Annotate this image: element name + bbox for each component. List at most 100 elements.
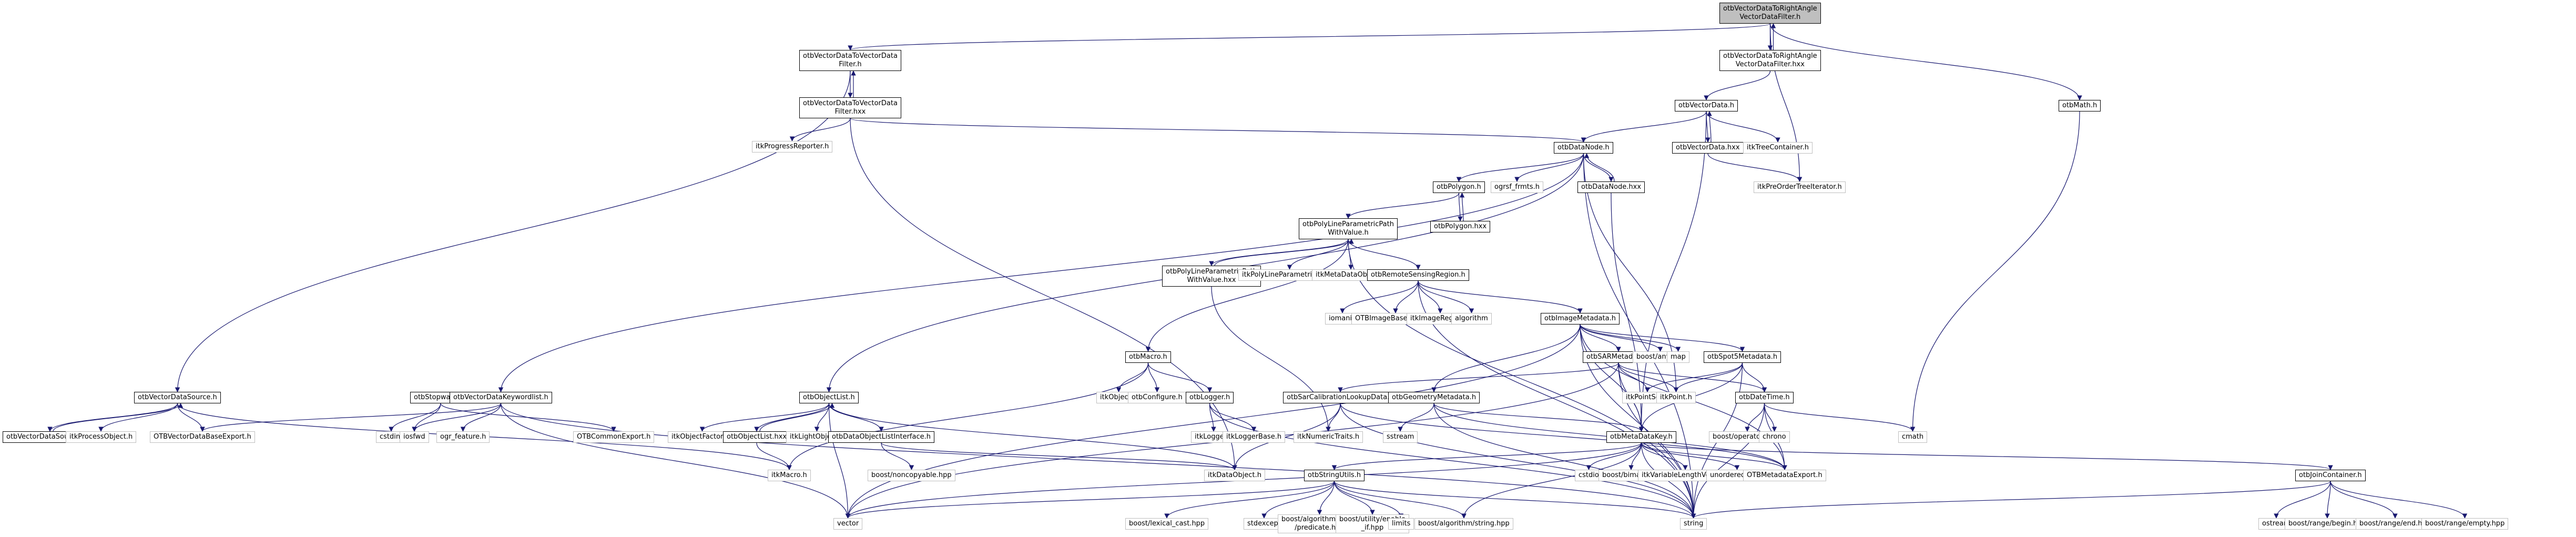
edge-vd2vdf_h-to-vdsource_h (175, 70, 851, 392)
graph-node-datanode-hxx[interactable]: otbDataNode.hxx (1577, 181, 1645, 193)
edge-vd2vdf_hxx-to-progress (789, 118, 851, 141)
edge-datetime-to-boostoperators (1745, 403, 1765, 432)
edge-geommetadata-to-metadatakey (1433, 403, 1644, 432)
graph-node-rangeend: boost/range/end.hpp (2356, 518, 2435, 530)
graph-node-loggerbase: itkLoggerBase.h (1223, 431, 1286, 443)
edge-stringutils-to-predicate (1317, 481, 1335, 515)
edge-objectlist_h-to-objectfactory (699, 403, 830, 432)
edge-logger_h-to-itklogger (1209, 403, 1216, 432)
edge-dolistinterface-to-itkdataobject (881, 442, 1237, 470)
graph-node-processobject: itkProcessObject.h (66, 431, 137, 443)
edge-vdkeywordlist-to-vdbaseexport (200, 403, 502, 432)
graph-node-treecontainer: itkTreeContainer.h (1743, 142, 1813, 154)
edge-plppwv_h-to-macro_h (1145, 239, 1349, 352)
graph-node-metadataexport: OTBMetadataExport.h (1743, 470, 1826, 481)
graph-node-ogrsf: ogrsf_frmts.h (1491, 181, 1543, 193)
edge-vectordata_h-to-datanode_h (1581, 111, 1707, 143)
edge-joincontainer-to-string (1691, 481, 2331, 519)
graph-node-vdsource-h[interactable]: otbVectorDataSource.h (134, 392, 221, 403)
edge-sarcal-to-metadataexport (1340, 403, 1787, 470)
graph-node-cstdint: cstdint (376, 431, 407, 443)
edge-vectordata_h-to-treecontainer (1706, 111, 1780, 143)
edge-sarcal-to-string (1340, 403, 1696, 519)
edge-plppwv_hxx-to-numerictraits (1211, 286, 1331, 432)
graph-node-rsregion[interactable]: otbRemoteSensingRegion.h (1367, 269, 1469, 281)
graph-node-dolistinterface[interactable]: otbDataObjectListInterface.h (828, 431, 934, 443)
graph-node-objectlist-hxx[interactable]: otbObjectList.hxx (723, 431, 791, 443)
edge-plppwv_h-to-rsregion (1348, 239, 1421, 270)
edge-macro_h-to-logger_h (1147, 362, 1213, 392)
graph-node-stdexcept: stdexcept (1244, 518, 1285, 530)
graph-node-metadatakey[interactable]: otbMetaDataKey.h (1606, 431, 1676, 443)
edge-math_h-to-cmath (1910, 111, 2080, 432)
edge-imagemetadata-to-geommetadata (1431, 324, 1581, 392)
edge-root-to-math_h (1769, 23, 2082, 100)
graph-node-joincontainer[interactable]: otbJoinContainer.h (2295, 470, 2366, 481)
graph-node-math-h[interactable]: otbMath.h (2059, 100, 2101, 112)
edge-polygon_h-to-polygon_hxx (1458, 192, 1463, 221)
edge-root-to-preorder (1769, 23, 1803, 182)
edge-sarmetadata-to-point (1618, 362, 1679, 392)
graph-node-datanode-h[interactable]: otbDataNode.h (1554, 142, 1613, 154)
edge-vd2vdf_hxx-to-datanode_h (850, 118, 1586, 143)
edge-joincontainer-to-rangeempty (2330, 481, 2468, 519)
graph-node-iosfwd: iosfwd (400, 431, 429, 443)
graph-node-macro-h[interactable]: otbMacro.h (1125, 351, 1171, 363)
edge-imagemetadata-to-vector (845, 324, 1581, 519)
graph-node-vdbaseexport: OTBVectorDataBaseExport.h (150, 431, 255, 443)
edge-sarcal-to-numerictraits (1326, 403, 1341, 432)
edge-sarcal-to-itkdataobject (1232, 403, 1341, 470)
edge-imagemetadata-to-sarmetadata (1580, 324, 1621, 352)
graph-node-vectordata-h[interactable]: otbVectorData.h (1675, 100, 1738, 112)
graph-node-vector: vector (833, 518, 863, 530)
graph-node-vectordata-hxx[interactable]: otbVectorData.hxx (1672, 142, 1744, 154)
graph-node-objectlist-h[interactable]: otbObjectList.h (799, 392, 859, 403)
graph-node-itkdataobject: itkDataObject.h (1204, 470, 1265, 481)
edge-stringutils-to-stdexcept (1261, 481, 1335, 519)
graph-node-ra-hxx[interactable]: otbVectorDataToRightAngle VectorDataFilt… (1719, 50, 1821, 71)
graph-node-configure: otbConfigure.h (1128, 392, 1186, 403)
graph-node-geommetadata[interactable]: otbGeometryMetadata.h (1388, 392, 1480, 403)
graph-node-preorder: itkPreOrderTreeIterator.h (1754, 181, 1846, 193)
graph-node-algorithm: algorithm (1451, 313, 1492, 325)
graph-node-polygon-hxx[interactable]: otbPolygon.hxx (1430, 221, 1491, 232)
graph-node-root[interactable]: otbVectorDataToRightAngle VectorDataFilt… (1719, 3, 1821, 24)
edge-sarmetadata-to-sarcal (1338, 362, 1619, 392)
edge-joincontainer-to-rangeend (2330, 481, 2398, 519)
edge-metadatakey-to-metadataexport (1641, 442, 1787, 470)
graph-node-polygon-h[interactable]: otbPolygon.h (1433, 181, 1485, 193)
graph-node-logger-h[interactable]: otbLogger.h (1186, 392, 1234, 403)
edge-metadatakey-to-unorderedmap (1641, 442, 1740, 470)
graph-node-imagemetadata[interactable]: otbImageMetadata.h (1541, 313, 1620, 325)
graph-node-cmath: cmath (1898, 431, 1928, 443)
graph-node-vdkeywordlist[interactable]: otbVectorDataKeywordlist.h (450, 392, 552, 403)
graph-node-vd2vdf-h[interactable]: otbVectorDataToVectorData Filter.h (799, 50, 901, 71)
edge-macro_h-to-configure (1147, 362, 1160, 392)
graph-node-stringutils[interactable]: otbStringUtils.h (1304, 470, 1365, 481)
edge-stringutils-to-enableif (1333, 481, 1375, 515)
edge-spot5-to-pointset (1645, 362, 1743, 392)
edge-stringutils-to-vector (845, 481, 1335, 519)
edge-geommetadata-to-sstream (1398, 403, 1434, 432)
graph-node-plppwv-h[interactable]: otbPolyLineParametricPath WithValue.h (1299, 218, 1398, 239)
edge-stopwatch-to-cstdint (389, 403, 441, 432)
edge-joincontainer-to-rangebegin (2325, 481, 2331, 519)
graph-node-progress: itkProgressReporter.h (752, 141, 833, 153)
edge-metadatakey-to-stringutils (1331, 442, 1642, 470)
edge-objectlist_h-to-dolistinterface (828, 403, 884, 432)
graph-node-spot5[interactable]: otbSpot5Metadata.h (1704, 351, 1781, 363)
graph-node-datetime[interactable]: otbDateTime.h (1735, 392, 1794, 403)
graph-node-vd2vdf-hxx[interactable]: otbVectorDataToVectorData Filter.hxx (799, 97, 901, 118)
edge-vd2vdf_hxx-to-itkdataobject (850, 118, 1237, 470)
edge-datanode_h-to-vdkeywordlist (498, 153, 1584, 392)
edge-vdkeywordlist-to-iosfwd (412, 403, 502, 432)
graph-node-iomanip: iomanip (1325, 313, 1360, 325)
graph-node-rangebegin: boost/range/begin.hpp (2285, 518, 2370, 530)
edge-stringutils-to-string (1333, 481, 1696, 519)
graph-node-sarcal[interactable]: otbSarCalibrationLookupData.h (1283, 392, 1398, 403)
edge-datanode_h-to-ogrsf (1514, 153, 1584, 182)
edge-spot5-to-point (1673, 362, 1743, 392)
edge-rsregion-to-imagebaseexport (1393, 280, 1419, 313)
edge-objectlist_h-to-itkdataobject (828, 403, 1237, 470)
